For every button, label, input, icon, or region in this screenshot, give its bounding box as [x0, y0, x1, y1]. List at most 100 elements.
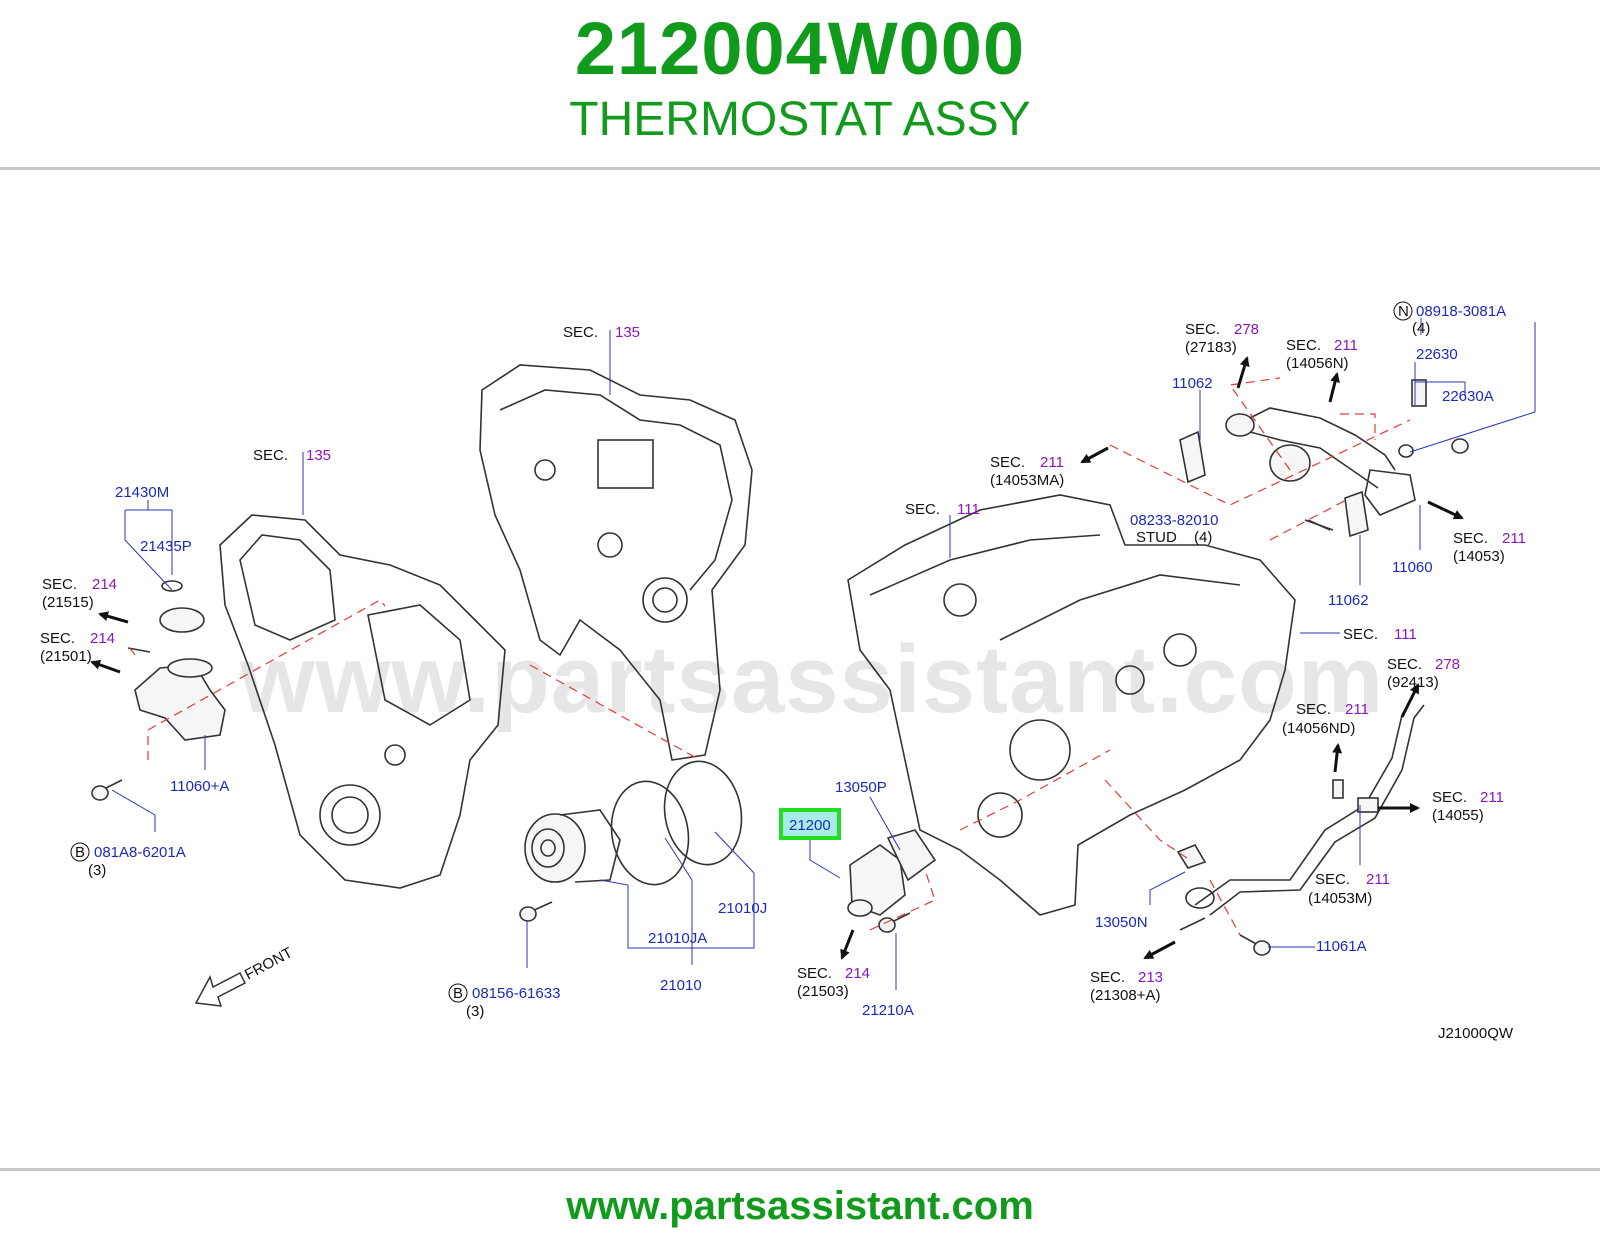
marker-b-letter: B: [75, 844, 85, 861]
sec-278-a-ref: (27183): [1185, 339, 1237, 356]
bolt-081A8: [91, 779, 123, 801]
watermark: www.partsassistant.com: [239, 626, 1384, 733]
sec-word: SEC.: [1090, 969, 1125, 986]
sec-word: SEC.: [1432, 789, 1467, 806]
part-11060[interactable]: 11060: [1392, 559, 1433, 576]
sec-213-ref: (21308+A): [1090, 987, 1160, 1004]
leader-lines: [111, 318, 1536, 990]
part-08918-qty: (4): [1412, 320, 1430, 337]
rear-timing-cover: [479, 364, 753, 761]
part-21210A[interactable]: 21210A: [862, 1002, 914, 1019]
sec-135-front[interactable]: 135: [306, 447, 331, 464]
front-label: FRONT: [242, 944, 296, 983]
sec-214-a-ref: (21515): [42, 594, 94, 611]
highlight-box: [779, 808, 841, 840]
sec-word: SEC.: [797, 965, 832, 982]
sec-word: SEC.: [1453, 530, 1488, 547]
marker-b-letter: B: [453, 985, 463, 1002]
part-08156-qty: (3): [466, 1003, 484, 1020]
sec-word: SEC.: [253, 447, 288, 464]
phantom-lines: [129, 377, 1411, 936]
sec-211-b-ref: (14053MA): [990, 472, 1064, 489]
engine-block: [847, 494, 1296, 916]
sec-278-b[interactable]: 278: [1435, 656, 1460, 673]
front-timing-cover: [219, 514, 506, 889]
part-11061A[interactable]: 11061A: [1316, 938, 1367, 955]
sec-word: SEC.: [42, 576, 77, 593]
left-thermostat-housing: [127, 580, 226, 741]
sec-word: SEC.: [990, 454, 1025, 471]
part-11062-upper[interactable]: 11062: [1172, 375, 1213, 392]
part-21200[interactable]: 21200: [789, 817, 831, 834]
pump-gasket-outer: [663, 760, 743, 866]
bolt-08156: [519, 901, 553, 922]
part-21435P[interactable]: 21435P: [140, 538, 192, 555]
sec-214-c-ref: (21503): [797, 983, 849, 1000]
sec-word: SEC.: [1387, 656, 1422, 673]
sec-135-rear[interactable]: 135: [615, 324, 640, 341]
footer-divider: [0, 1168, 1600, 1171]
part-08233-qty: (4): [1194, 529, 1212, 546]
sec-word: SEC.: [905, 501, 940, 518]
sec-word: SEC.: [1315, 871, 1350, 888]
water-inlet-pipe: [1176, 699, 1425, 931]
sec-211-c-ref: (14053): [1453, 548, 1505, 565]
thermostat-housing: [847, 829, 937, 917]
marker-n-letter: N: [1398, 303, 1409, 320]
sec-214-b-ref: (21501): [40, 648, 92, 665]
sec-111-a[interactable]: 111: [957, 501, 980, 518]
sec-211-e-ref: (14055): [1432, 807, 1484, 824]
part-08156-61633[interactable]: 08156-61633: [472, 985, 560, 1002]
water-pump: [524, 809, 621, 883]
sec-word: SEC.: [1343, 626, 1378, 643]
water-outlet-pipe: [1179, 379, 1469, 538]
stud-08233: [1304, 519, 1334, 531]
part-081A8-6201A[interactable]: 081A8-6201A: [94, 844, 186, 861]
sec-211-f-ref: (14053M): [1308, 890, 1372, 907]
bolt-marker-b: [70, 842, 90, 862]
sec-211-f[interactable]: 211: [1366, 871, 1390, 888]
sec-214-c[interactable]: 214: [845, 965, 870, 982]
sec-214-a[interactable]: 214: [92, 576, 117, 593]
sec-211-c[interactable]: 211: [1502, 530, 1526, 547]
sec-214-b[interactable]: 214: [90, 630, 115, 647]
flow-arrows: [90, 356, 1464, 960]
part-11062-lower[interactable]: 11062: [1328, 592, 1369, 609]
sec-278-a[interactable]: 278: [1234, 321, 1259, 338]
sec-213[interactable]: 213: [1138, 969, 1163, 986]
part-13050P[interactable]: 13050P: [835, 779, 887, 796]
bolt-marker-b: [448, 983, 468, 1003]
part-11060-A[interactable]: 11060+A: [170, 778, 229, 795]
sec-word: SEC.: [1296, 701, 1331, 718]
page-title: 212004W000: [574, 7, 1026, 90]
part-08918-3081A[interactable]: 08918-3081A: [1416, 303, 1506, 320]
part-21010[interactable]: 21010: [660, 977, 702, 994]
sec-word: SEC.: [1185, 321, 1220, 338]
sec-211-a[interactable]: 211: [1334, 337, 1358, 354]
front-direction-arrow: FRONT: [194, 944, 296, 1007]
part-08233-stud: STUD: [1136, 529, 1177, 546]
pump-gasket-inner: [610, 780, 690, 886]
bolt-21210A: [878, 912, 911, 933]
part-13050N[interactable]: 13050N: [1095, 914, 1148, 931]
sec-word: SEC.: [40, 630, 75, 647]
part-22630A[interactable]: 22630A: [1442, 388, 1494, 405]
part-21010JA[interactable]: 21010JA: [648, 930, 707, 947]
diagram-code: J21000QW: [1438, 1025, 1514, 1042]
part-08233-82010[interactable]: 08233-82010: [1130, 512, 1218, 529]
sec-211-d[interactable]: 211: [1345, 701, 1369, 718]
sec-word: SEC.: [1286, 337, 1321, 354]
part-21430M[interactable]: 21430M: [115, 484, 169, 501]
page-subtitle: THERMOSTAT ASSY: [569, 93, 1031, 146]
sec-word: SEC.: [563, 324, 598, 341]
sec-278-b-ref: (92413): [1387, 674, 1439, 691]
part-21010J[interactable]: 21010J: [718, 900, 767, 917]
sec-111-b[interactable]: 111: [1394, 626, 1417, 643]
sec-211-b[interactable]: 211: [1040, 454, 1064, 471]
part-081A8-qty: (3): [88, 862, 106, 879]
part-22630[interactable]: 22630: [1416, 346, 1458, 363]
sec-211-a-ref: (14056N): [1286, 355, 1349, 372]
footer-url[interactable]: www.partsassistant.com: [566, 1184, 1034, 1228]
sec-211-e[interactable]: 211: [1480, 789, 1504, 806]
